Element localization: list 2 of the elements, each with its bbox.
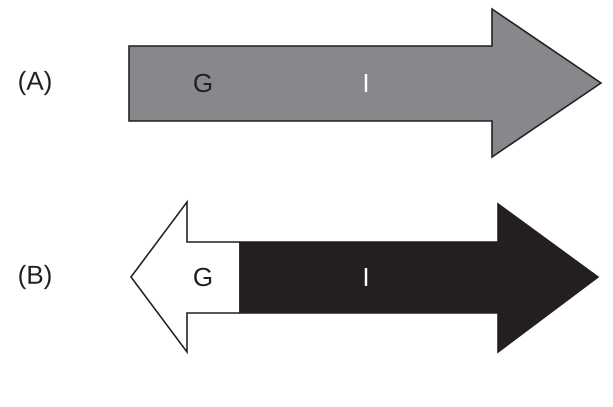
panel-label: (B): [19, 264, 51, 290]
panel-label: (A): [19, 70, 51, 96]
